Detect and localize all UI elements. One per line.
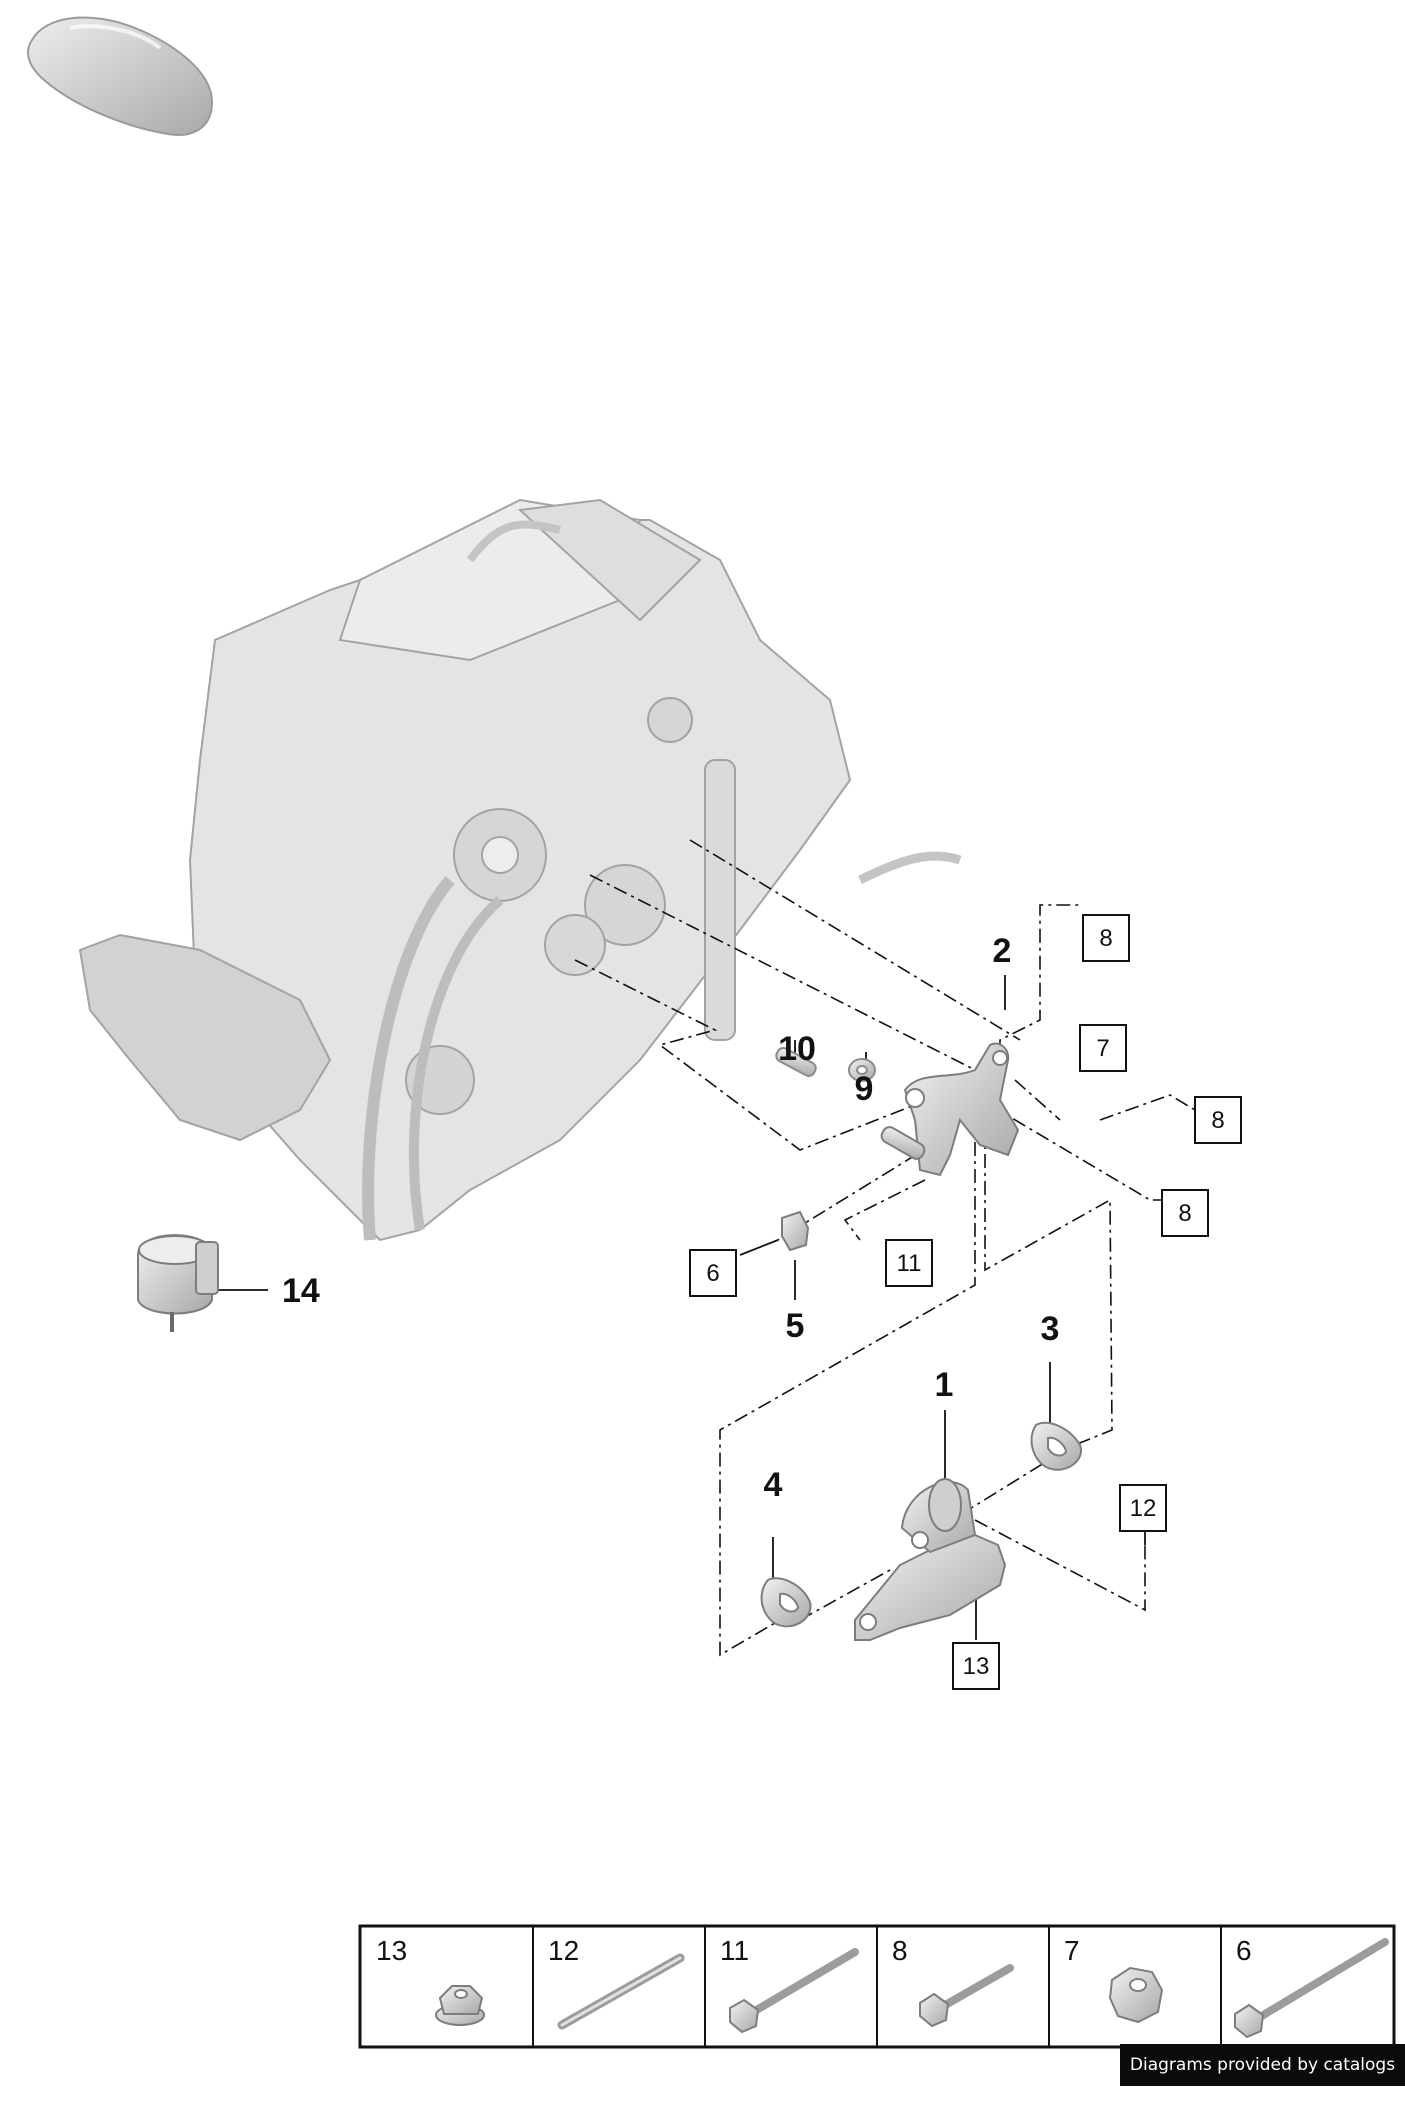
part-14-engine-mount xyxy=(137,1234,219,1332)
callout-2: 2 xyxy=(993,932,1012,970)
callout-box-label-8c: 8 xyxy=(1178,1200,1191,1227)
legend-number-6: 6 xyxy=(1236,1935,1252,1966)
fastener-legend: 13 12 11 8 7 6 xyxy=(358,1924,1396,2049)
callout-box-label-8b: 8 xyxy=(1211,1107,1224,1134)
callout-1: 1 xyxy=(935,1366,954,1404)
part-5-clip xyxy=(781,1210,810,1252)
callout-5: 5 xyxy=(786,1307,805,1345)
callout-box-7 xyxy=(1079,1024,1127,1072)
stud-bolt-icon xyxy=(557,1953,685,2030)
callout-box-12 xyxy=(1119,1484,1167,1532)
callout-box-8a xyxy=(1082,914,1130,962)
part-4-washer xyxy=(760,1577,812,1628)
callout-box-13 xyxy=(952,1642,1000,1690)
callout-4: 4 xyxy=(764,1466,783,1504)
callout-10: 10 xyxy=(778,1030,816,1068)
callout-box-11 xyxy=(885,1239,933,1287)
nut-icon xyxy=(1108,1966,1164,2024)
legend-number-11: 11 xyxy=(720,1935,749,1966)
engine-assembly-illustration xyxy=(78,498,962,1242)
legend-number-7: 7 xyxy=(1064,1935,1080,1966)
boxed-callout-labels: 8 7 8 8 6 11 12 13 xyxy=(706,925,1224,1680)
legend-number-13: 13 xyxy=(376,1935,407,1966)
legend-number-12: 12 xyxy=(548,1935,579,1966)
legend-number-8: 8 xyxy=(892,1935,908,1966)
part-10-sleeve xyxy=(775,1047,817,1077)
hex-bolt-icon xyxy=(1234,1938,1389,2039)
hex-bolt-icon xyxy=(729,1948,859,2034)
nut-icon xyxy=(435,1985,485,2026)
bold-callouts: 2 10 9 14 5 3 1 4 xyxy=(282,932,1059,1504)
part-3-washer xyxy=(1030,1421,1083,1471)
car-silhouette-icon xyxy=(27,16,214,136)
boxed-callouts xyxy=(689,914,1242,1690)
callout-box-6 xyxy=(689,1249,737,1297)
part-9-bushing xyxy=(848,1058,876,1082)
callout-box-8c xyxy=(1161,1189,1209,1237)
callout-box-8b xyxy=(1194,1096,1242,1144)
leader-lines xyxy=(574,839,1196,1657)
credit-banner: Diagrams provided by catalogs parts xyxy=(1120,2044,1405,2117)
callout-3: 3 xyxy=(1041,1310,1060,1348)
callout-box-label-8a: 8 xyxy=(1099,925,1112,952)
callout-box-label-12: 12 xyxy=(1130,1495,1157,1522)
callout-box-label-11: 11 xyxy=(897,1250,922,1277)
callout-14: 14 xyxy=(282,1272,320,1310)
callout-box-label-7: 7 xyxy=(1096,1035,1109,1062)
hex-bolt-icon xyxy=(919,1964,1014,2028)
part-1-transmission-mount xyxy=(854,1478,1007,1641)
callout-9: 9 xyxy=(855,1070,874,1108)
part-2-bracket xyxy=(880,1042,1020,1177)
callout-box-label-13: 13 xyxy=(963,1653,990,1680)
callout-box-label-6: 6 xyxy=(706,1260,719,1287)
